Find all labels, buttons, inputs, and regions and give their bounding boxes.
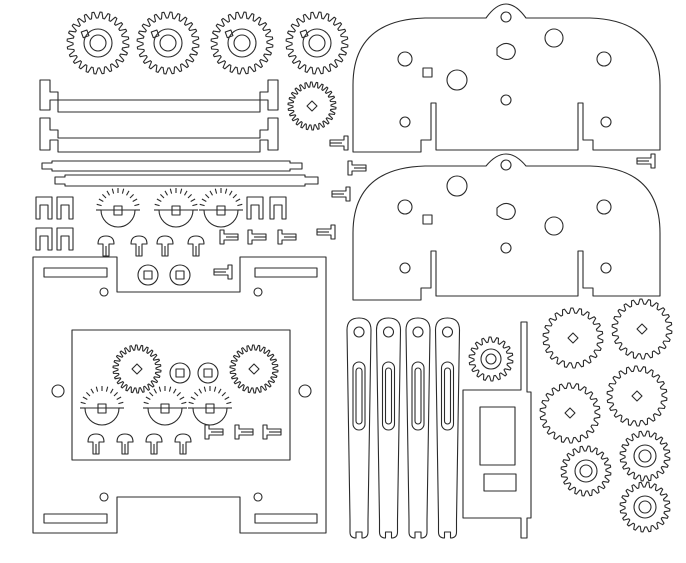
side-peg-12 <box>262 424 282 440</box>
clip-parts <box>35 196 287 251</box>
comb-wheel-3 <box>199 188 243 228</box>
gear-top-4 <box>285 11 349 75</box>
clip-3 <box>246 196 264 220</box>
gear-small-diamond <box>287 81 337 131</box>
clip-4 <box>269 196 287 220</box>
lever-arm-1 <box>346 317 372 539</box>
side-peg-8 <box>636 153 656 169</box>
gear-right-7 <box>619 481 671 533</box>
side-peg-4 <box>316 224 336 240</box>
mushroom-peg-8 <box>174 433 192 455</box>
gear-top-1 <box>66 11 130 75</box>
comb-wheel-5 <box>143 386 187 426</box>
gear-right-4 <box>606 365 668 427</box>
comb-wheel-6 <box>188 386 232 426</box>
gear-right-2 <box>611 298 673 360</box>
bracket-piece <box>462 321 532 539</box>
side-plate-top <box>352 3 661 153</box>
clip-5 <box>35 227 53 251</box>
gear-parts <box>66 11 673 533</box>
comb-wheel-parts <box>80 188 243 426</box>
comb-wheel-4 <box>80 386 124 426</box>
mushroom-peg-2 <box>130 235 148 257</box>
side-peg-2 <box>247 229 267 245</box>
mushroom-peg-4 <box>187 235 205 257</box>
lever-arm-2 <box>375 317 402 539</box>
side-peg-1 <box>219 229 239 245</box>
mushroom-peg-3 <box>156 235 174 257</box>
gear-panel-left <box>112 344 162 394</box>
side-plate-bottom <box>352 153 661 301</box>
lever-arm-4 <box>434 317 461 539</box>
mushroom-peg-1 <box>97 235 115 257</box>
side-peg-5 <box>329 135 349 151</box>
clip-2 <box>56 196 74 220</box>
axle-rod-2 <box>54 174 319 187</box>
side-peg-9 <box>213 264 233 280</box>
gear-top-3 <box>210 11 274 75</box>
rail-bottom <box>39 117 279 153</box>
lever-arms <box>346 317 461 539</box>
comb-wheel-2 <box>154 188 198 228</box>
mushroom-peg-7 <box>145 433 163 455</box>
gear-right-1 <box>542 307 604 369</box>
mushroom-peg-6 <box>116 433 134 455</box>
gear-right-3 <box>539 382 601 444</box>
side-peg-7 <box>347 160 367 176</box>
comb-wheel-1 <box>96 188 140 228</box>
gear-mid-col <box>468 336 514 382</box>
lever-arm-3 <box>405 317 431 539</box>
side-peg-10 <box>204 424 224 440</box>
clip-6 <box>56 227 74 251</box>
rail-top <box>39 79 279 113</box>
peg-parts <box>87 135 656 455</box>
ring-washers <box>137 264 219 384</box>
mushroom-peg-5 <box>87 433 105 455</box>
gear-right-5 <box>560 445 612 497</box>
side-peg-3 <box>277 229 297 245</box>
axle-rod-1 <box>41 160 303 172</box>
clip-1 <box>35 196 53 220</box>
base-plate <box>32 256 327 534</box>
gear-top-2 <box>136 11 200 75</box>
side-peg-11 <box>234 424 254 440</box>
gear-panel-right <box>229 344 279 394</box>
side-peg-6 <box>331 186 351 202</box>
gear-right-6 <box>619 430 671 482</box>
